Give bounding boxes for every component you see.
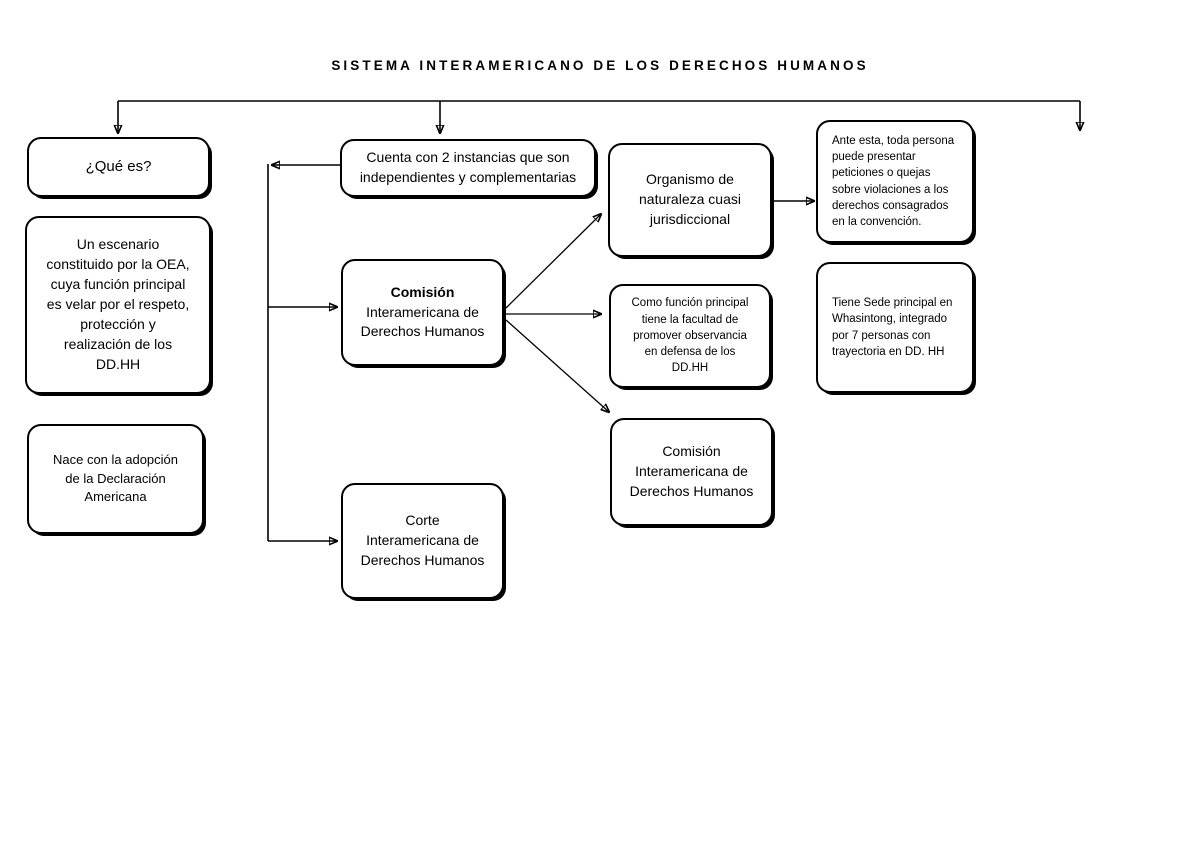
node-comision-interamericana-label: Interamericana de Derechos Humanos	[360, 303, 485, 340]
node-escenario-label: Un escenario constituido por la OEA, cuy…	[46, 236, 190, 372]
node-ante-esta-peticiones-label: Ante esta, toda persona puede presentar …	[832, 134, 955, 229]
node-comision-interamericana[interactable]: Comisión Interamericana de Derechos Huma…	[341, 259, 504, 366]
node-cuenta-2-instancias[interactable]: Cuenta con 2 instancias que son independ…	[340, 139, 596, 197]
node-que-es-label: ¿Qué es?	[85, 158, 152, 176]
node-funcion-principal[interactable]: Como función principal tiene la facultad…	[609, 284, 771, 388]
node-corte-interamericana-label: Interamericana de Derechos Humanos	[360, 532, 485, 568]
page-title: SISTEMA INTERAMERICANO DE LOS DERECHOS H…	[331, 58, 869, 73]
node-comision-interamericana-bottom-label: Interamericana de Derechos Humanos	[629, 463, 754, 499]
node-que-es[interactable]: ¿Qué es?	[27, 137, 210, 197]
node-cuenta-2-instancias-label: Cuenta con 2 instancias que son independ…	[359, 149, 577, 185]
node-organismo-cuasi-jurisdiccional[interactable]: Organismo de naturaleza cuasi jurisdicci…	[608, 143, 772, 257]
connector-comision-to-comision-bottom	[505, 319, 609, 412]
node-funcion-principal-label: Como función principal tiene la facultad…	[631, 297, 749, 375]
node-nace-declaracion-label: Nace con la adopción de la Declaración A…	[52, 452, 179, 505]
node-comision-interamericana-bottom-title: Comisión	[662, 443, 721, 460]
node-nace-declaracion[interactable]: Nace con la adopción de la Declaración A…	[27, 424, 204, 534]
node-escenario[interactable]: Un escenario constituido por la OEA, cuy…	[25, 216, 211, 394]
node-comision-interamericana-title: Comisión	[390, 283, 455, 300]
node-corte-interamericana-title: Corte	[405, 512, 440, 529]
node-ante-esta-peticiones[interactable]: Ante esta, toda persona puede presentar …	[816, 120, 974, 243]
node-corte-interamericana[interactable]: Corte Interamericana de Derechos Humanos	[341, 483, 504, 599]
node-comision-interamericana-bottom[interactable]: Comisión Interamericana de Derechos Huma…	[610, 418, 773, 526]
node-organismo-cuasi-jurisdiccional-label: Organismo de naturaleza cuasi jurisdicci…	[639, 171, 741, 227]
node-sede-principal-label: Tiene Sede principal en Whasintong, inte…	[832, 296, 953, 358]
node-sede-principal[interactable]: Tiene Sede principal en Whasintong, inte…	[816, 262, 974, 393]
connector-comision-to-organismo	[505, 214, 601, 309]
